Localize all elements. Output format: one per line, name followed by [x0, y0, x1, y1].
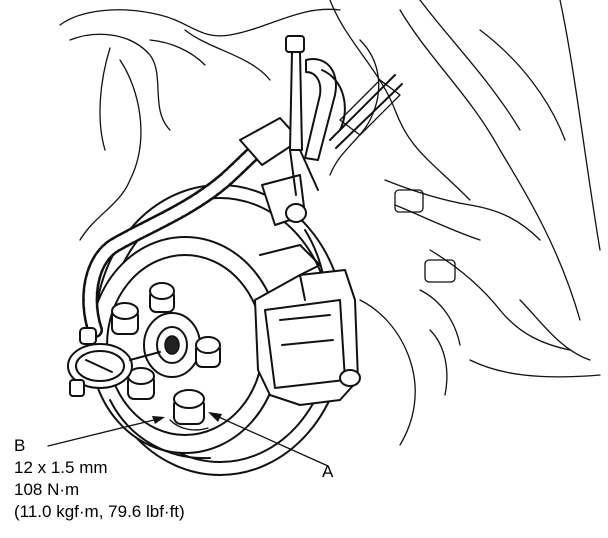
- wheel-nut: [149, 282, 175, 313]
- wheel-hub: [143, 312, 201, 378]
- wheel-nut: [111, 302, 139, 335]
- label-b: B: [14, 436, 26, 455]
- leader-arrow-a: [208, 412, 222, 422]
- wheel-nut-a: [173, 389, 205, 425]
- dial-gauge: [67, 327, 161, 397]
- callout-leaders: [47, 412, 329, 467]
- vise-grip-clamp: [285, 35, 403, 196]
- spec-torque-nm: 108 N·m: [14, 480, 80, 499]
- wheel-nuts: [111, 282, 221, 425]
- dial-indicator-arm: [82, 117, 307, 338]
- wheel-nut: [195, 336, 221, 368]
- background-suspension-sketch: [59, 0, 601, 446]
- leader-line-b: [47, 417, 163, 447]
- wheel-nut: [127, 367, 155, 400]
- leader-line-a: [211, 413, 329, 467]
- spec-size: 12 x 1.5 mm: [14, 458, 108, 477]
- label-a: A: [322, 462, 334, 481]
- spec-torque-alt: (11.0 kgf·m, 79.6 lbf·ft): [14, 502, 185, 521]
- brake-caliper: [254, 244, 361, 406]
- leader-arrow-b: [152, 416, 165, 424]
